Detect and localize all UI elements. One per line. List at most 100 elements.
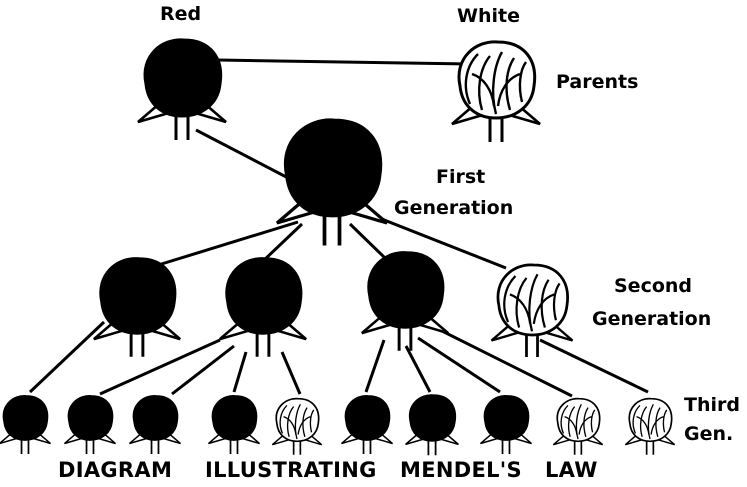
third-gen-flower-3 <box>128 395 182 454</box>
caption-word-law: LAW <box>545 458 598 482</box>
stem <box>322 213 342 246</box>
red-parent-to-first-gen-line <box>195 128 293 182</box>
second-3-to-third-8-line <box>417 336 501 394</box>
third-gen-flower-1 <box>0 395 52 454</box>
white-petal-line <box>518 61 528 103</box>
white-parent-label: White <box>457 5 520 27</box>
stem <box>292 440 302 455</box>
second-generation-label-line1: Second <box>614 275 692 297</box>
flowers-layer <box>0 38 676 456</box>
stem <box>85 438 95 454</box>
stem <box>573 440 583 455</box>
white-petal-line <box>471 72 496 107</box>
red-bloom <box>132 395 179 441</box>
second-3-to-third-6-line <box>364 339 386 393</box>
third-gen-flower-10 <box>624 397 676 455</box>
white-petal-line <box>505 57 516 111</box>
white-petal-line <box>639 406 648 437</box>
stem <box>174 114 190 140</box>
white-petal-line <box>590 409 596 433</box>
white-petal-line <box>578 416 592 435</box>
white-petal-line <box>515 277 528 328</box>
white-petal-line <box>583 407 589 437</box>
third-generation-label-line1: Third <box>684 394 740 416</box>
white-bloom <box>496 263 569 337</box>
red-bloom <box>99 257 177 335</box>
second-generation-label-line2: Generation <box>592 308 711 330</box>
white-petal-line <box>491 51 504 115</box>
caption-word-diagram: DIAGRAM <box>58 458 172 482</box>
third-gen-flower-9 <box>552 397 604 455</box>
white-parent-flower <box>451 40 541 142</box>
caption-word-illustrating: ILLUSTRATING <box>205 458 377 482</box>
first-gen-to-second-2-line <box>260 222 304 264</box>
red-bloom <box>344 395 391 441</box>
second-4-to-third-10-line <box>539 338 649 394</box>
white-petal-line <box>632 404 641 434</box>
parents-label: Parents <box>556 71 638 93</box>
white-petal-line <box>647 403 654 440</box>
white-petal-line <box>575 403 582 440</box>
first-gen-to-second-3-line <box>348 222 387 260</box>
white-petal-line <box>540 279 550 328</box>
stem <box>129 331 145 357</box>
third-gen-flower-4 <box>207 395 261 454</box>
stem <box>20 438 30 454</box>
white-petal-line <box>309 409 315 433</box>
red-bloom <box>408 394 457 442</box>
second-3-to-third-7-line <box>404 345 432 393</box>
stem <box>229 438 239 454</box>
parent-cross-line <box>217 58 471 66</box>
stem <box>427 439 437 456</box>
first-gen-flower <box>275 118 389 246</box>
white-bloom <box>556 397 601 443</box>
first-gen-to-second-1-line <box>154 220 299 268</box>
third-gen-flower-2 <box>63 395 117 454</box>
second-gen-flower-1 <box>93 257 181 357</box>
red-parent-label: Red <box>160 3 201 25</box>
third-gen-flower-8 <box>479 395 533 454</box>
first-generation-label-line2: Generation <box>394 197 513 219</box>
white-petal-line <box>655 407 661 437</box>
stem <box>488 116 504 142</box>
white-petal-line <box>650 416 664 435</box>
second-1-to-third-1-line <box>28 320 106 394</box>
third-gen-flower-7 <box>405 394 459 456</box>
white-petal-line <box>496 72 521 107</box>
red-bloom <box>67 395 114 441</box>
red-bloom <box>225 257 303 335</box>
white-petal-line <box>297 416 311 435</box>
second-2-to-third-3-line <box>171 344 235 396</box>
red-bloom <box>2 395 49 441</box>
second-gen-flower-2 <box>219 257 307 357</box>
red-bloom <box>211 395 258 441</box>
white-petal-line <box>662 409 668 433</box>
first-generation-label-line1: First <box>436 166 485 188</box>
third-gen-flower-5 <box>271 397 323 455</box>
red-bloom <box>483 395 530 441</box>
white-petal-line <box>528 273 539 332</box>
white-petal-line <box>286 406 295 437</box>
white-petal-line <box>294 403 301 440</box>
stem <box>150 438 160 454</box>
second-gen-flower-3 <box>361 251 449 351</box>
white-bloom <box>628 397 673 443</box>
second-gen-flower-4 <box>490 263 574 358</box>
white-petal-line <box>464 53 479 105</box>
white-petal-line <box>552 282 561 321</box>
white-petal-line <box>532 293 555 325</box>
stem <box>362 438 372 454</box>
stem <box>645 440 655 455</box>
white-petal-line <box>564 416 578 435</box>
white-petal-line <box>560 404 569 434</box>
stem <box>255 331 271 357</box>
stem <box>525 333 539 358</box>
white-petal-line <box>503 275 517 323</box>
red-bloom <box>283 118 383 218</box>
white-petal-line <box>509 293 532 325</box>
white-petal-line <box>567 406 576 437</box>
second-2-to-third-4-line <box>232 351 248 393</box>
first-gen-to-second-4-line <box>373 214 507 270</box>
